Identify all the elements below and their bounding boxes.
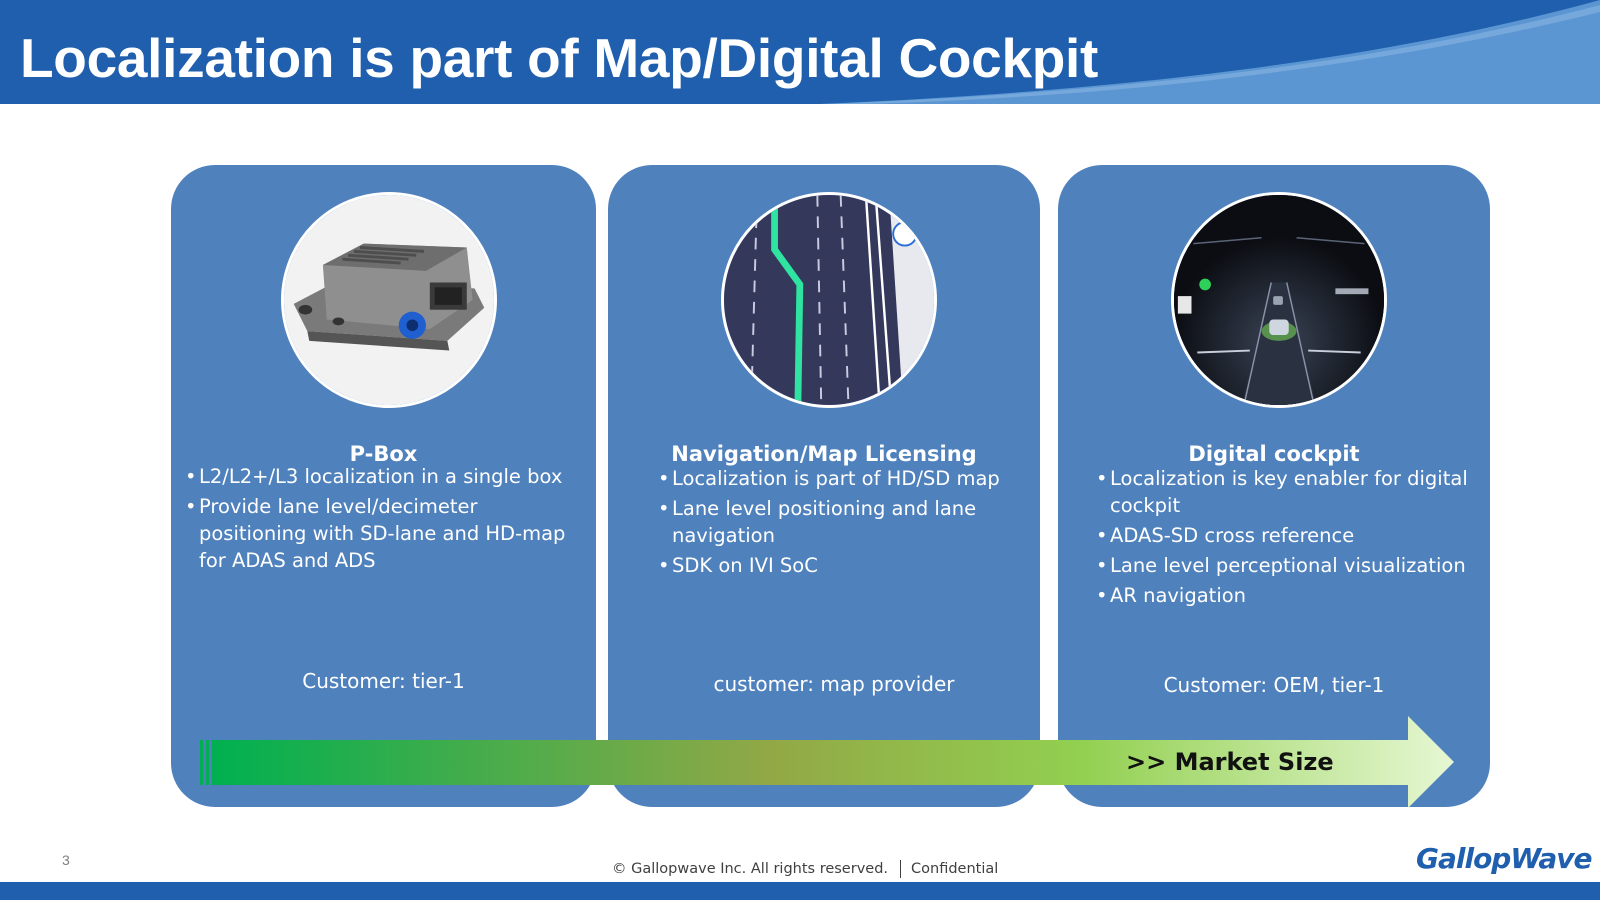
list-item: Provide lane level/decimeter positioning…	[185, 493, 590, 574]
customer-label: customer: map provider	[713, 672, 955, 696]
gallopwave-logo: GallopWave	[1416, 842, 1592, 875]
copyright-text: © Gallopwave Inc. All rights reserved.	[612, 861, 889, 877]
customer-label: Customer: OEM, tier-1	[1163, 673, 1385, 697]
list-item: ADAS-SD cross reference	[1096, 522, 1482, 549]
list-item: SDK on IVI SoC	[658, 552, 1028, 579]
footer-divider	[900, 860, 902, 878]
bullet-list: Localization is part of HD/SD map Lane l…	[658, 465, 1028, 582]
page-number: 3	[62, 852, 70, 868]
list-item: Lane level perceptional visualization	[1096, 552, 1482, 579]
slide-header: Localization is part of Map/Digital Cock…	[0, 0, 1600, 104]
list-item: AR navigation	[1096, 582, 1482, 609]
list-item: Localization is part of HD/SD map	[658, 465, 1028, 492]
card-pbox: P-Box L2/L2+/L3 localization in a single…	[171, 165, 596, 807]
list-item: Localization is key enabler for digital …	[1096, 465, 1482, 519]
list-item: Lane level positioning and lane navigati…	[658, 495, 1028, 549]
market-size-arrow	[200, 716, 1454, 808]
lane-map-image	[721, 192, 937, 408]
card-title: Navigation/Map Licensing	[671, 442, 977, 466]
bottom-bar	[0, 882, 1600, 900]
footer-copyright: © Gallopwave Inc. All rights reserved. Co…	[612, 860, 998, 878]
slide-title: Localization is part of Map/Digital Cock…	[20, 27, 1099, 89]
market-size-label: >> Market Size	[1126, 748, 1334, 776]
bullet-list: L2/L2+/L3 localization in a single box P…	[185, 463, 590, 577]
card-navigation-map: Navigation/Map Licensing Localization is…	[608, 165, 1040, 807]
confidential-text: Confidential	[911, 861, 999, 877]
card-title: P-Box	[349, 442, 418, 466]
pbox-device-image	[281, 192, 497, 408]
list-item: L2/L2+/L3 localization in a single box	[185, 463, 590, 490]
card-title: Digital cockpit	[1188, 442, 1360, 466]
header-accent-curve	[820, 0, 1600, 104]
card-digital-cockpit: Digital cockpit Localization is key enab…	[1058, 165, 1490, 807]
digital-cockpit-image	[1171, 192, 1387, 408]
customer-label: Customer: tier-1	[302, 669, 465, 693]
bullet-list: Localization is key enabler for digital …	[1096, 465, 1482, 612]
